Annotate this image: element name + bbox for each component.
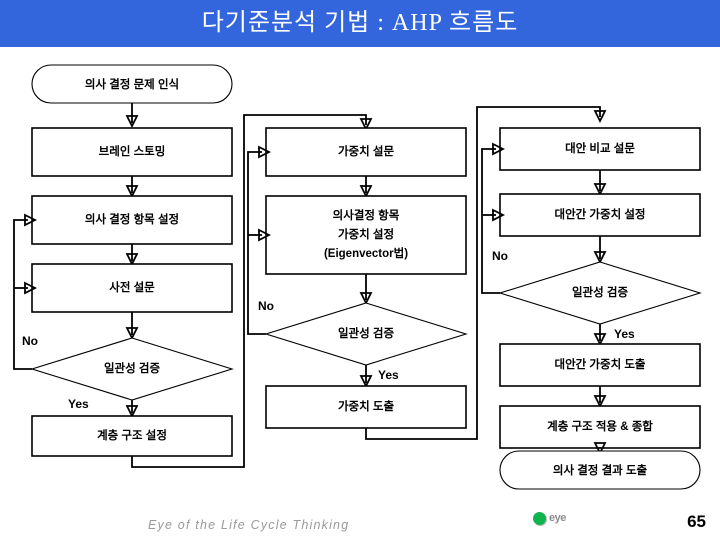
edge-r2-r3-arrow [593,251,607,265]
edge-r5-r6-arrow [593,442,607,456]
node-r5-label: 계층 구조 적용 & 종합 [547,419,653,433]
edge-n6-to-m1-arrow [359,118,373,132]
edge-r4-r5-arrow [593,395,607,409]
node-n4-label: 사전 설문 [109,280,155,294]
node-n3-label: 의사 결정 항목 설정 [85,212,179,226]
node-m2-label-line3: (Eigenvector법) [324,246,408,260]
edge-right-no-arrow-r2 [492,208,506,222]
footer-note: Eye of the Life Cycle Thinking [148,518,350,532]
brand-logo-label: eye [549,512,566,524]
edge-n6-to-m1 [131,114,367,468]
ahp-flowchart: 의사 결정 문제 인식 브레인 스토밍 의사 결정 항목 설정 사전 설문 일관… [13,64,702,490]
edge-mid-no-arrow-m2 [258,228,272,242]
edge-m2-m3-arrow [359,292,373,306]
edge-n5-n6-arrow [125,405,139,419]
edge-label-mid-no: No [258,299,274,313]
edge-n2-n3-arrow [125,185,139,199]
edge-r3-r4-arrow [593,333,607,347]
brand-dot-icon [533,512,546,525]
node-m2-label-line2: 가중치 설정 [338,227,394,241]
node-r6-label: 의사 결정 결과 도출 [553,463,648,477]
node-n6-shape[interactable] [31,415,233,457]
edge-left-no-loop [13,219,32,370]
title-banner [0,0,720,47]
edge-m3-m4-arrow [359,375,373,389]
node-n5-label: 일관성 검증 [104,361,161,375]
node-n3-shape[interactable] [31,195,233,245]
node-r4-shape[interactable] [499,343,701,387]
node-m2-label-line1: 의사결정 항목 [333,208,400,222]
edge-label-right-yes: Yes [614,327,635,341]
node-n1-label: 의사 결정 문제 인식 [85,77,179,91]
node-m4-shape[interactable] [265,385,467,429]
edge-left-no-arrow-n3 [24,213,38,227]
node-m1-shape[interactable] [265,127,467,177]
node-r4-label: 대안간 가중치 도출 [554,357,645,371]
edge-mid-no-loop [247,151,266,335]
node-n6-label: 계층 구조 설정 [97,428,167,442]
edge-m1-m2-arrow [359,185,373,199]
node-r2-label: 대안간 가중치 설정 [554,207,645,221]
edge-r1-r2-arrow [593,183,607,197]
edge-mid-no-arrow-m1 [258,145,272,159]
node-r6-shape[interactable] [499,450,701,490]
page-number: 65 [687,512,706,531]
node-r2-shape[interactable] [499,193,701,237]
edge-right-no-arrow-r1 [492,142,506,156]
node-r1-shape[interactable] [499,127,701,171]
edge-m4-to-r1-arrow [593,110,607,124]
edge-m4-to-r1 [365,106,601,440]
brand-logo: eye [533,511,581,527]
node-n2-shape[interactable] [31,127,233,177]
node-m2-shape[interactable] [265,195,467,275]
node-m1-label: 가중치 설문 [338,144,395,158]
edge-n1-n2-arrow [125,115,139,129]
node-m3-label: 일관성 검증 [338,326,395,340]
node-r1-label: 대안 비교 설문 [565,141,635,155]
edge-n3-n4-arrow [125,253,139,267]
edge-n4-n5-arrow [125,327,139,341]
edge-label-mid-yes: Yes [378,368,399,382]
edge-label-left-yes: Yes [68,397,89,411]
edge-right-no-loop [481,148,500,294]
edge-left-no-arrow-n4 [24,281,38,295]
edge-label-right-no: No [492,249,508,263]
edge-label-left-no: No [22,334,38,348]
page-title: 다기준분석 기법 : AHP 흐름도 [201,10,519,36]
node-n2-label: 브레인 스토밍 [99,144,166,158]
node-r3-label: 일관성 검증 [572,285,629,299]
node-m4-label: 가중치 도출 [338,399,395,413]
